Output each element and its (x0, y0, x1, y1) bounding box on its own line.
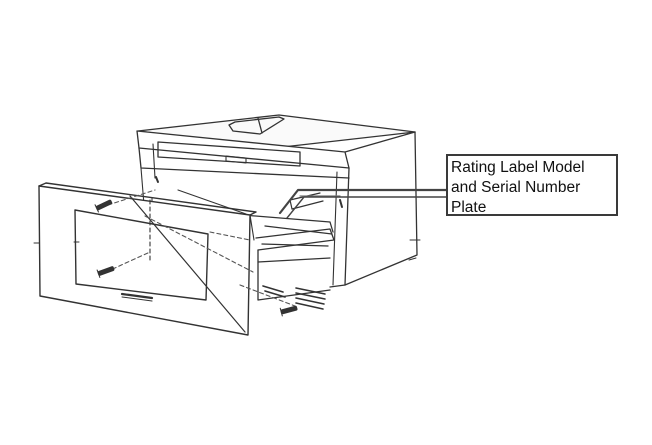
cabinet-right-side (344, 131, 421, 286)
callout-line-1: Rating Label Model (451, 159, 585, 176)
callout-line-2: and Serial Number (451, 179, 581, 196)
rating-label-plate (289, 192, 341, 210)
callout-line-3: Plate (451, 199, 487, 216)
vent-slots (262, 285, 326, 310)
drawer-front-panel (33, 182, 257, 336)
callout-leader (278, 188, 448, 219)
callout-label-box: Rating Label Model and Serial Number Pla… (446, 154, 618, 216)
drawer-rails (177, 189, 335, 301)
screw-icon (94, 199, 298, 317)
